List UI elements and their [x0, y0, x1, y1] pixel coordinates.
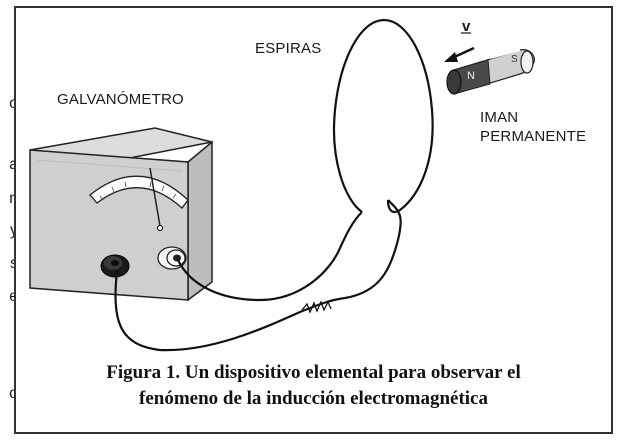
- galvanometro-label: GALVANÓMETRO: [57, 91, 184, 108]
- white-terminal: [157, 246, 187, 270]
- figure-caption-line1: Figura 1. Un dispositivo elemental para …: [106, 362, 521, 383]
- side-fragment: o: [0, 385, 18, 403]
- coil-loop: [333, 18, 434, 214]
- magnet-north-label: N: [467, 70, 476, 82]
- magnet-south-label: S: [511, 54, 518, 65]
- black-terminal: [100, 254, 130, 278]
- velocity-arrow: [444, 32, 475, 62]
- iman-label: IMAN: [480, 109, 519, 126]
- circuit-wire: [114, 199, 402, 352]
- dial-face: [89, 175, 189, 209]
- galvanometer: [29, 127, 213, 302]
- permanent-magnet: [446, 49, 535, 95]
- velocity-label: v: [462, 18, 471, 35]
- needle-pivot: [156, 224, 164, 232]
- side-fragment: e: [0, 288, 18, 306]
- galvanometer-needle: [149, 167, 161, 227]
- espiras-label: ESPIRAS: [255, 40, 322, 57]
- side-fragment: n: [0, 190, 18, 208]
- figure-caption-line2: fenómeno de la inducción electromagnétic…: [139, 388, 488, 409]
- wire-twist: [301, 300, 332, 314]
- side-fragment: a: [0, 156, 18, 174]
- permanente-label: PERMANENTE: [480, 128, 587, 145]
- side-fragment: o: [0, 95, 18, 113]
